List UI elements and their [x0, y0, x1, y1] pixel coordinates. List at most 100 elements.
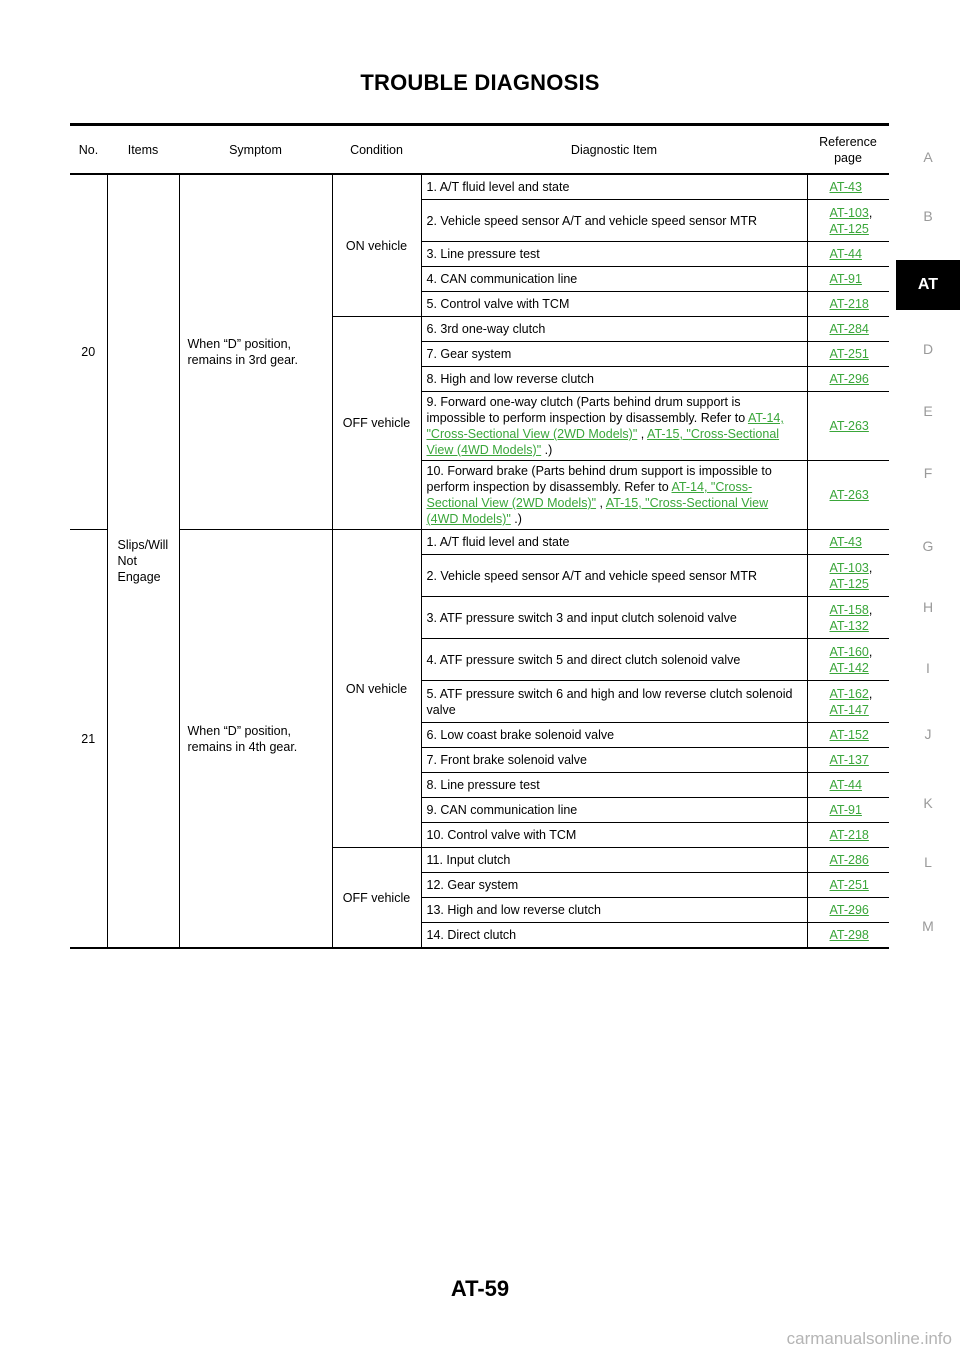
cross-reference-link[interactable]: AT-15, "Cross-Sectional View (4WD Models…: [426, 496, 769, 526]
side-index-letter-l[interactable]: L: [924, 854, 932, 870]
diagnostic-item: 1. A/T fluid level and state: [420, 173, 808, 200]
table-header-row: No. Items Symptom Condition Diagnostic I…: [70, 124, 889, 175]
diagnostic-item-text: .): [541, 443, 553, 457]
side-index-letter-a[interactable]: A: [923, 149, 933, 165]
reference-link[interactable]: AT-218: [829, 297, 869, 311]
reference-cell: AT-160,AT-142: [806, 638, 889, 681]
watermark: carmanualsonline.info: [786, 1329, 952, 1348]
reference-link[interactable]: AT-251: [829, 347, 869, 361]
reference-cell: AT-286: [806, 847, 889, 873]
reference-link[interactable]: AT-132: [829, 618, 869, 633]
page-title: TROUBLE DIAGNOSIS: [360, 70, 600, 95]
reference-cell: AT-296: [806, 366, 889, 392]
diagnostic-item-text: ,: [637, 427, 648, 441]
symptom-cell: When “D” position, remains in 3rd gear.: [178, 173, 333, 530]
reference-cell: AT-43: [806, 529, 889, 555]
table-row: 20 Slips/Will Not Engage When “D” positi…: [70, 173, 889, 949]
diagnostic-item: 13. High and low reverse clutch: [421, 897, 808, 923]
diagnostic-item: 10. Forward brake (Parts behind drum sup…: [421, 460, 808, 530]
diagnostic-item: 5. ATF pressure switch 6 and high and lo…: [421, 680, 808, 723]
table-row: 9. CAN communication line AT-91: [70, 797, 889, 823]
side-index-letter-j[interactable]: J: [924, 726, 932, 742]
reference-link[interactable]: AT-162: [829, 686, 869, 701]
table-row: 12. Gear system AT-251: [70, 872, 889, 898]
reference-cell: AT-91: [806, 797, 889, 823]
reference-link[interactable]: AT-218: [829, 828, 869, 842]
column-header-symptom: Symptom: [179, 124, 332, 175]
diagnostic-item-text: 9. Forward one-way clutch (Parts behind …: [426, 395, 748, 425]
reference-link[interactable]: AT-103: [829, 205, 869, 220]
reference-cell: AT-263: [806, 460, 889, 530]
cross-reference-link[interactable]: AT-15, "Cross-Sectional View (4WD Models…: [426, 427, 780, 457]
reference-link[interactable]: AT-43: [829, 180, 862, 194]
side-index-letter-d[interactable]: D: [922, 341, 934, 357]
reference-link[interactable]: AT-158: [829, 602, 869, 617]
reference-link[interactable]: AT-251: [829, 878, 869, 892]
symptom-cell: When “D” position, remains in 4th gear.: [178, 529, 333, 949]
side-index-active-section[interactable]: AT: [896, 260, 960, 310]
diagnostic-item: 9. Forward one-way clutch (Parts behind …: [421, 391, 808, 461]
table-row: 10. Forward brake (Parts behind drum sup…: [70, 460, 889, 530]
cross-reference-link[interactable]: AT-14, "Cross-Sectional View (2WD Models…: [426, 411, 784, 441]
table-row: 2. Vehicle speed sensor A/T and vehicle …: [70, 199, 889, 242]
reference-link[interactable]: AT-284: [829, 322, 869, 336]
reference-link[interactable]: AT-91: [829, 272, 862, 286]
reference-cell: AT-137: [806, 747, 889, 773]
reference-link[interactable]: AT-44: [829, 247, 862, 261]
side-index-letter-h[interactable]: H: [922, 599, 934, 615]
side-index-letter-i[interactable]: I: [926, 660, 930, 676]
diagnostic-item: 10. Control valve with TCM: [421, 822, 808, 848]
reference-link[interactable]: AT-91: [829, 803, 862, 817]
column-header-items: Items: [107, 124, 179, 175]
condition-cell: OFF vehicle: [332, 847, 422, 949]
reference-cell: AT-103,AT-125: [806, 199, 889, 242]
reference-cell: AT-162,AT-147: [806, 680, 889, 723]
reference-link[interactable]: AT-147: [829, 702, 869, 717]
condition-cell: ON vehicle: [331, 529, 422, 848]
side-index: A B AT D E F G H I J K L M: [896, 0, 960, 1358]
side-index-letter-k[interactable]: K: [923, 795, 933, 811]
table-row: 5. ATF pressure switch 6 and high and lo…: [70, 680, 889, 723]
side-index-letter-b[interactable]: B: [923, 208, 933, 224]
reference-link[interactable]: AT-296: [829, 372, 869, 386]
reference-link[interactable]: AT-44: [829, 778, 862, 792]
table-row: 10. Control valve with TCM AT-218: [70, 822, 889, 848]
column-header-condition: Condition: [332, 124, 421, 175]
reference-link[interactable]: AT-125: [829, 221, 869, 236]
reference-link[interactable]: AT-263: [829, 419, 869, 433]
diagnostic-item: 11. Input clutch: [420, 847, 808, 873]
diagnostic-item: 3. Line pressure test: [421, 241, 808, 267]
diagnostic-item: 7. Gear system: [421, 341, 808, 367]
reference-link[interactable]: AT-263: [829, 488, 869, 502]
reference-link[interactable]: AT-160: [829, 644, 869, 659]
diagnostic-item: 14. Direct clutch: [421, 922, 808, 949]
reference-link[interactable]: AT-296: [829, 903, 869, 917]
column-header-diagnostic-item: Diagnostic Item: [421, 124, 807, 175]
reference-link[interactable]: AT-43: [829, 535, 862, 549]
cross-reference-link[interactable]: AT-14, "Cross-Sectional View (2WD Models…: [426, 480, 753, 510]
diagnostic-item: 4. ATF pressure switch 5 and direct clut…: [421, 638, 808, 681]
column-header-reference-page: Reference page: [807, 124, 889, 175]
row-number: 21: [70, 529, 108, 949]
items-cell: Slips/Will Not Engage: [106, 173, 180, 949]
table-row: 3. Line pressure test AT-44: [70, 241, 889, 267]
diagnostic-item: 9. CAN communication line: [421, 797, 808, 823]
reference-cell: AT-43: [806, 173, 889, 200]
diagnosis-table: No. Items Symptom Condition Diagnostic I…: [70, 123, 889, 949]
reference-link[interactable]: AT-125: [829, 576, 869, 591]
reference-cell: AT-218: [806, 291, 889, 317]
reference-cell: AT-296: [806, 897, 889, 923]
side-index-letter-m[interactable]: M: [922, 918, 934, 934]
side-index-letter-e[interactable]: E: [923, 403, 933, 419]
reference-link[interactable]: AT-152: [829, 728, 869, 742]
reference-link[interactable]: AT-142: [829, 660, 869, 675]
table-row: 4. CAN communication line AT-91: [70, 266, 889, 292]
side-index-letter-f[interactable]: F: [923, 465, 933, 481]
side-index-letter-g[interactable]: G: [922, 538, 934, 554]
diagnostic-item: 12. Gear system: [421, 872, 808, 898]
reference-link[interactable]: AT-286: [829, 853, 869, 867]
reference-link[interactable]: AT-103: [829, 560, 869, 575]
reference-link[interactable]: AT-298: [829, 928, 869, 942]
diagnostic-item-text: ,: [596, 496, 606, 510]
reference-link[interactable]: AT-137: [829, 753, 869, 767]
